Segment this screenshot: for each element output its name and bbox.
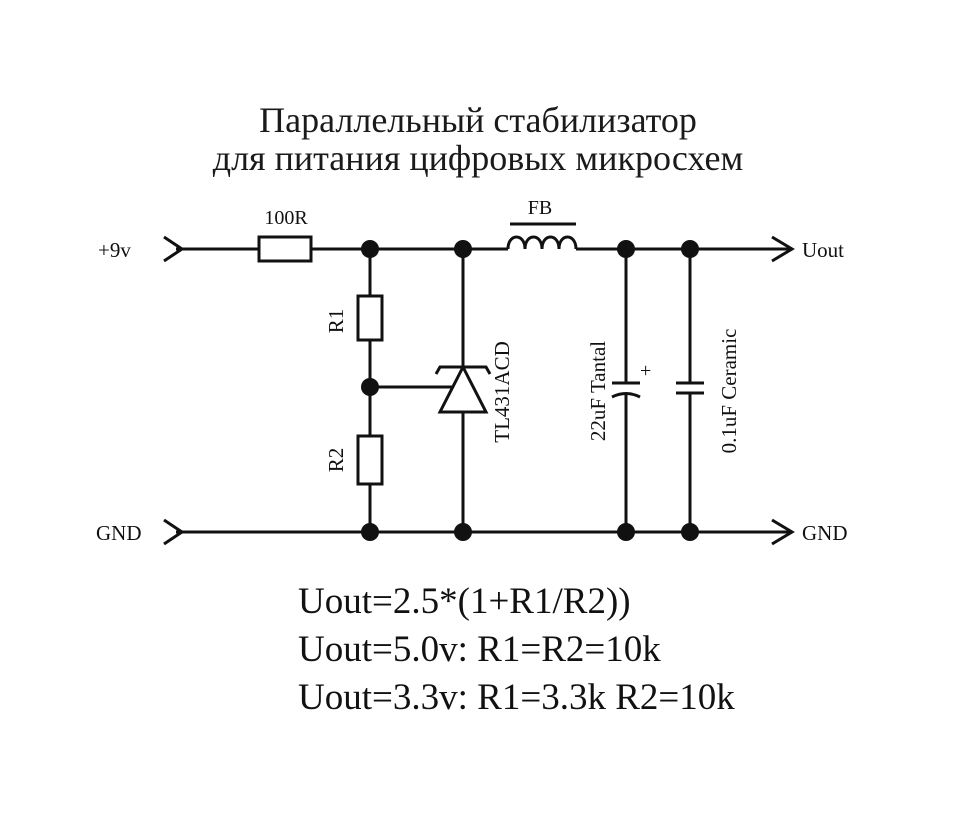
resistor-100r (257, 235, 313, 263)
junction-dot (681, 240, 699, 258)
title-line-2: для питания цифровых микросхем (213, 138, 743, 178)
resistor-100r-label: 100R (264, 207, 308, 229)
junction-dot (617, 240, 635, 258)
resistor-r1 (356, 294, 384, 342)
gnd-left-arrow-icon (163, 518, 185, 546)
gnd-right-label: GND (802, 521, 848, 545)
r2-label: R2 (324, 448, 348, 473)
junction-dot (681, 523, 699, 541)
junction-dot (454, 523, 472, 541)
resistor-r2 (356, 434, 384, 486)
input-label: +9v (98, 238, 131, 262)
capacitor-ceramic (676, 249, 704, 532)
junction-dot (361, 378, 379, 396)
cap-ceramic-label: 0.1uF Ceramic (717, 329, 741, 454)
gnd-right-arrow-icon (771, 518, 795, 546)
cap-tantal-label: 22uF Tantal (586, 341, 610, 441)
r1-label: R1 (324, 309, 348, 334)
cap-tantal-polarity: + (640, 360, 651, 382)
ferrite-label: FB (528, 197, 552, 219)
divider-branch (368, 249, 463, 532)
input-arrow-icon (163, 235, 185, 263)
output-arrow-icon (771, 235, 795, 263)
junctions (361, 240, 699, 541)
regulator-label: TL431ACD (490, 341, 514, 443)
output-label: Uout (802, 238, 844, 262)
tl431-regulator (434, 249, 492, 532)
formula-line-2: Uout=5.0v: R1=R2=10k (298, 629, 661, 670)
junction-dot (361, 523, 379, 541)
gnd-left-label: GND (96, 521, 142, 545)
junction-dot (454, 240, 472, 258)
ferrite-bead (506, 235, 578, 250)
title-line-1: Параллельный стабилизатор (259, 100, 697, 140)
junction-dot (361, 240, 379, 258)
formula-line-1: Uout=2.5*(1+R1/R2)) (298, 581, 631, 622)
formula-line-3: Uout=3.3v: R1=3.3k R2=10k (298, 677, 735, 718)
junction-dot (617, 523, 635, 541)
capacitor-tantal (611, 249, 641, 532)
